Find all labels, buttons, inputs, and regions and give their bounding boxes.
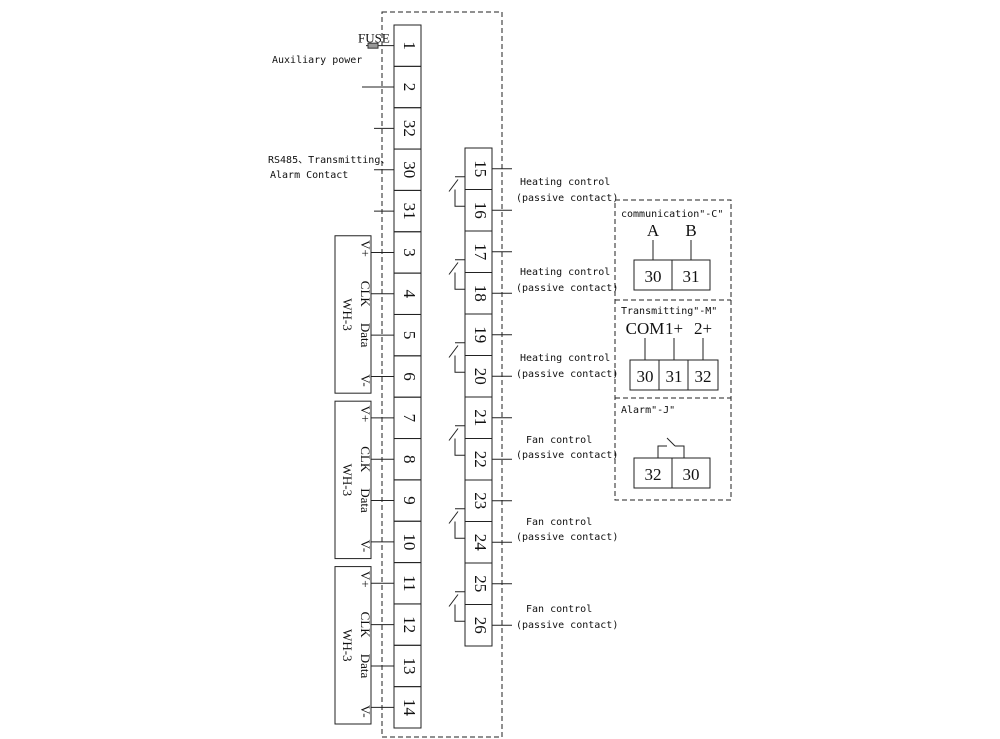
terminal-number: 11 (400, 575, 419, 591)
terminal-number: 26 (471, 617, 490, 634)
transmit-pin-label: 1+ (665, 319, 683, 338)
terminal-number: 30 (400, 161, 419, 178)
output-subtitle: (passive contact) (516, 283, 618, 294)
terminal-number: 25 (471, 575, 490, 592)
sensor-pin-label: Data (358, 654, 373, 679)
terminal-number: 20 (471, 368, 490, 385)
transmit-terminal-number: 31 (666, 367, 683, 386)
alarm-contact-icon (675, 445, 685, 458)
transmit-terminal-number: 30 (637, 367, 654, 386)
transmit-terminal-number: 32 (695, 367, 712, 386)
terminal-number: 18 (471, 285, 490, 302)
sensor-pin-label: CLK (358, 281, 373, 308)
transmit-pin-label: 2+ (694, 319, 712, 338)
sensor-module-wh3 (334, 235, 372, 394)
comm-option-title: communication"-C" (621, 209, 723, 220)
output-title: Fan control (526, 517, 592, 528)
sensor-module-name: WH-3 (340, 464, 355, 497)
output-subtitle: (passive contact) (516, 620, 618, 631)
sensor-module-name: WH-3 (340, 298, 355, 331)
terminal-number: 13 (400, 657, 419, 674)
sensor-pin-label: V+ (358, 240, 373, 257)
terminal-number: 7 (400, 414, 419, 423)
sensor-module-name: WH-3 (340, 629, 355, 662)
rs485-label-line2: Alarm Contact (270, 170, 348, 181)
terminal-number: 4 (400, 290, 419, 299)
output-subtitle: (passive contact) (516, 532, 618, 543)
rs485-label-line1: RS485、Transmitting、 (268, 155, 390, 166)
aux-power-label: Auxiliary power (272, 55, 362, 66)
relay-switch-icon (448, 511, 459, 524)
comm-pin-label: A (647, 221, 660, 240)
terminal-number: 10 (400, 533, 419, 550)
relay-switch-icon (448, 345, 459, 358)
terminal-number: 17 (471, 243, 490, 261)
sensor-pin-label: V- (358, 540, 373, 553)
sensor-pin-label: CLK (358, 612, 373, 639)
sensor-pin-label: Data (358, 323, 373, 348)
terminal-number: 22 (471, 451, 490, 468)
sensor-pin-label: V- (358, 705, 373, 718)
relay-switch-icon (448, 262, 459, 275)
relay-contact-icon (454, 604, 465, 622)
fuse-label: FUSE (358, 31, 390, 46)
output-subtitle: (passive contact) (516, 369, 618, 380)
terminal-number: 15 (471, 160, 490, 177)
alarm-option-title: Alarm"-J" (621, 405, 675, 416)
sensor-pin-label: Data (358, 488, 373, 513)
sensor-module-wh3 (334, 566, 372, 725)
alarm-contact-icon (657, 445, 667, 458)
relay-contact-icon (454, 521, 465, 539)
terminal-number: 5 (400, 331, 419, 340)
controller-enclosure (381, 11, 503, 738)
alarm-terminal-number: 30 (683, 465, 700, 484)
fuse-icon (367, 42, 379, 49)
terminal-number: 16 (471, 202, 490, 219)
terminal-number: 32 (400, 120, 419, 137)
comm-pin-label: B (685, 221, 696, 240)
relay-switch-icon (448, 179, 459, 192)
sensor-pin-label: CLK (358, 446, 373, 473)
terminal-number: 19 (471, 326, 490, 343)
output-title: Fan control (526, 604, 592, 615)
transmit-terminal-block (629, 359, 719, 391)
alarm-terminal-number: 32 (645, 465, 662, 484)
relay-switch-icon (448, 594, 459, 607)
output-subtitle: (passive contact) (516, 450, 618, 461)
relay-contact-icon (454, 355, 465, 373)
terminal-number: 6 (400, 372, 419, 381)
terminal-number: 3 (400, 248, 419, 256)
relay-contact-icon (454, 438, 465, 456)
output-title: Heating control (520, 177, 610, 188)
terminal-number: 23 (471, 492, 490, 509)
relay-contact-icon (454, 272, 465, 290)
sensor-pin-label: V+ (358, 405, 373, 422)
terminal-number: 14 (400, 699, 419, 717)
relay-switch-icon (448, 428, 459, 441)
comm-terminal-number: 31 (683, 267, 700, 286)
terminal-number: 21 (471, 409, 490, 426)
alarm-switch-icon (666, 437, 676, 447)
terminal-number: 1 (400, 41, 419, 50)
sensor-pin-label: V+ (358, 571, 373, 588)
transmit-option-title: Transmitting"-M" (621, 306, 717, 317)
terminal-number: 31 (400, 203, 419, 220)
sensor-module-wh3 (334, 400, 372, 560)
output-title: Heating control (520, 353, 610, 364)
output-title: Fan control (526, 435, 592, 446)
relay-contact-icon (454, 189, 465, 207)
output-subtitle: (passive contact) (516, 193, 618, 204)
terminal-number: 2 (400, 83, 419, 92)
comm-terminal-number: 30 (645, 267, 662, 286)
output-title: Heating control (520, 267, 610, 278)
terminal-number: 9 (400, 496, 419, 505)
options-panel (614, 199, 732, 501)
terminal-number: 12 (400, 616, 419, 633)
terminal-number: 24 (471, 534, 490, 552)
terminal-number: 8 (400, 455, 419, 464)
transmit-pin-label: COM (626, 319, 665, 338)
sensor-pin-label: V- (358, 374, 373, 387)
